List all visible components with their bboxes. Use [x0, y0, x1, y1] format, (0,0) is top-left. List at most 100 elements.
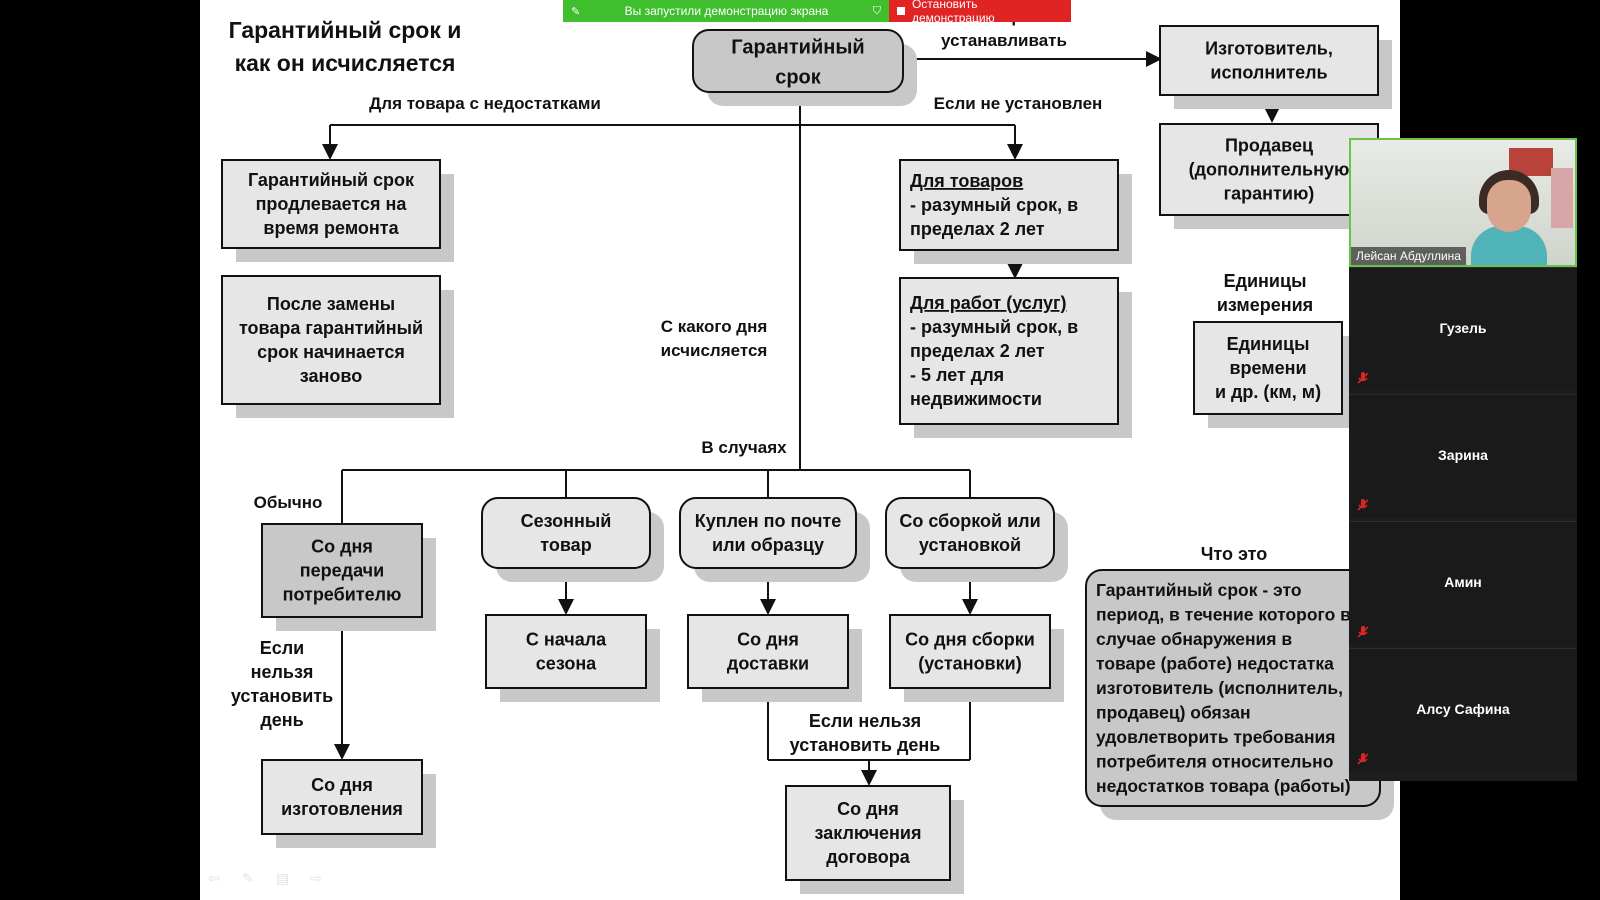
share-status: ✎ Вы запустили демонстрацию экрана ⛉ [563, 0, 889, 22]
seller-box-text-line: (дополнительную [1189, 160, 1350, 180]
replace-box: После замены товара гарантийный срок начин… [221, 275, 454, 418]
transfer-box-text-line: потребителю [283, 585, 402, 605]
next-slide-icon[interactable]: ⇨ [310, 870, 322, 886]
transfer-box-text-line: передачи [300, 561, 384, 581]
participant-name: Амин [1444, 574, 1482, 590]
manufacture-box-text: Со дня изготовления [281, 775, 403, 819]
center-node-text: Гарантийный срок [731, 37, 864, 89]
definition-box-text-line: потребителя относительно [1096, 752, 1333, 772]
season-start-box-text-line: сезона [536, 654, 597, 674]
shield-icon: ⛉ [872, 4, 881, 17]
defects-label: Для товара с недостатками [369, 94, 601, 113]
defects-label-line: Для товара с недостатками [369, 94, 601, 113]
center-node-text-line: срок [775, 67, 822, 89]
participant-name: Лейсан Абдуллина [1351, 247, 1466, 265]
stop-icon [897, 7, 905, 15]
assembly-day-box-text-line: (установки) [918, 654, 1021, 674]
replace-box-text-line: товара гарантийный [239, 318, 423, 338]
definition-box-text-line: недостатков товара (работы) [1096, 776, 1351, 796]
units-box-text-line: Единицы [1227, 334, 1310, 354]
participant-tile[interactable]: Гузель [1349, 267, 1577, 391]
pen-icon[interactable]: ✎ [242, 870, 254, 886]
works-box-text: Для работ (услуг)- разумный срок, впреде… [910, 293, 1078, 409]
delivery-box-text-line: Со дня [737, 630, 799, 650]
goods-box-text-line: - разумный срок, в [910, 195, 1078, 215]
slide-title-line: как он исчисляется [235, 50, 456, 76]
seller-box-text-line: Продавец [1225, 136, 1313, 156]
participant-name: Гузель [1439, 320, 1487, 336]
units-box-text-line: времени [1229, 358, 1306, 378]
manufacturer-box: Изготовитель,исполнитель [1159, 25, 1392, 109]
stop-share-button[interactable]: Остановить демонстрацию [889, 0, 1071, 25]
manufacture-box-text-line: изготовления [281, 799, 403, 819]
replace-box-text: После замены товара гарантийный срок начин… [239, 294, 423, 386]
cannot-day-label: Если нельзя установить день [790, 711, 941, 755]
repair-box-text-line: продлевается на [256, 194, 408, 214]
participant-video[interactable]: Лейсан Абдуллина [1349, 138, 1577, 267]
mic-muted-icon [1357, 372, 1369, 384]
works-box-text-line: Для работ (услуг) [910, 293, 1067, 313]
repair-box: Гарантийный срок продлевается на время рем… [221, 159, 454, 262]
cannot-label-line: день [260, 710, 303, 730]
works-box-text-line: недвижимости [910, 389, 1042, 409]
screen-share-bar: ✎ Вы запустили демонстрацию экрана ⛉ Ост… [563, 0, 1071, 25]
seasonal-box-text-line: Сезонный [521, 511, 612, 531]
cannot-day-label-line: Если нельзя [809, 711, 921, 731]
participant-tile[interactable]: Зарина [1349, 394, 1577, 518]
replace-box-text-line: После замены [267, 294, 395, 314]
transfer-box-text: Со дня передачи потребителю [283, 537, 402, 605]
assembly-day-box-text: Со дня сборки(установки) [905, 630, 1035, 674]
assembly-box-text-line: Со сборкой или [899, 511, 1040, 531]
cannot-day-label-line: установить день [790, 735, 941, 755]
works-box-text-line: - 5 лет для [910, 365, 1004, 385]
contract-box-text-line: договора [826, 847, 910, 867]
transfer-box-text-line: Со дня [311, 537, 373, 557]
repair-box-text-line: время ремонта [263, 218, 399, 238]
works-box: Для работ (услуг)- разумный срок, впреде… [899, 277, 1132, 438]
center-node-text-line: Гарантийный [731, 37, 864, 59]
manufacturer-box-text: Изготовитель,исполнитель [1205, 39, 1333, 83]
not-set-label: Если не установлен [934, 94, 1103, 113]
repair-box-text: Гарантийный срок продлевается на время рем… [248, 170, 415, 238]
definition-box-text-line: Гарантийный срок - это [1096, 580, 1302, 600]
participant-image [1471, 170, 1547, 265]
definition-box-text-line: удовлетворить требования [1096, 727, 1336, 747]
manufacture-box-text-line: Со дня [311, 775, 373, 795]
goods-box-text-line: Для товаров [910, 171, 1023, 191]
units-label-line: Единицы [1224, 271, 1307, 291]
cases-label: В случаях [701, 438, 787, 457]
definition-box-text-line: товаре (работе) недостатка [1096, 654, 1334, 674]
repair-box-text-line: Гарантийный срок [248, 170, 415, 190]
contract-box-text-line: Со дня [837, 799, 899, 819]
replace-box-text-line: срок начинается [257, 342, 405, 362]
participant-tile[interactable]: Алсу Сафина [1349, 648, 1577, 772]
definition-box-text-line: продавец) обязан [1096, 703, 1251, 723]
who-label-line: устанавливать [941, 31, 1067, 50]
participant-name: Алсу Сафина [1416, 701, 1510, 717]
participant-tile[interactable]: Амин [1349, 521, 1577, 645]
center-node: Гарантийный срок [692, 29, 917, 106]
units-label-line: измерения [1217, 295, 1313, 315]
replace-box-text-line: заново [300, 366, 362, 386]
assembly-day-box: Со дня сборки(установки) [889, 614, 1064, 702]
from-day-label-line: исчисляется [661, 341, 768, 360]
what-label: Что это [1201, 544, 1268, 564]
manufacturer-box-text-line: исполнитель [1210, 63, 1327, 83]
prev-slide-icon[interactable]: ⇦ [208, 870, 220, 886]
cannot-label-line: Если [260, 638, 305, 658]
usually-label-line: Обычно [254, 493, 323, 512]
pencil-icon[interactable]: ✎ [571, 5, 581, 18]
menu-icon[interactable]: ▤ [276, 870, 290, 886]
